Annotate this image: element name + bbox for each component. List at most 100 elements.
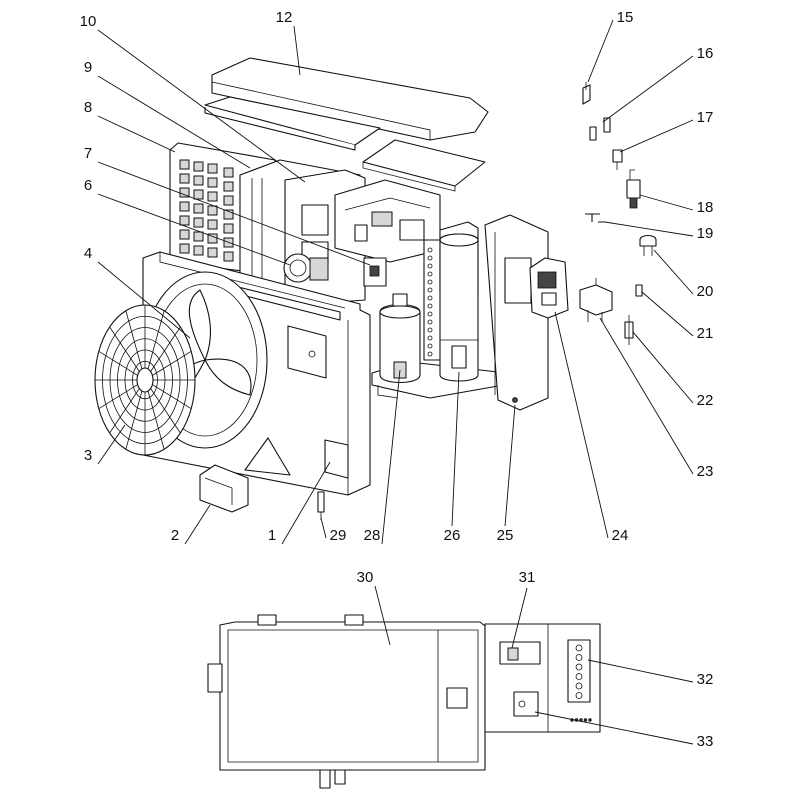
side-panel (484, 214, 549, 411)
fan-guard (94, 304, 196, 456)
callout-leader-24 (554, 311, 609, 539)
grille-cell (179, 187, 190, 198)
coil-rib (427, 287, 433, 293)
temperature-probe (317, 491, 325, 520)
callout-leader-18 (639, 194, 694, 211)
callout-leader-21 (641, 291, 694, 337)
terminal-screw (575, 663, 583, 671)
grille-cell (179, 243, 190, 254)
callout-number-16: 16 (697, 45, 714, 62)
terminal-screw (575, 654, 583, 661)
coil-rib (427, 319, 433, 325)
grille-cell (193, 245, 204, 256)
callout-number-6: 6 (84, 177, 92, 194)
terminal-screw (575, 692, 583, 699)
callout-leader-3 (97, 424, 126, 465)
inner-top-plate (204, 96, 381, 151)
callout-leader-33 (534, 711, 694, 745)
callout-leader-15 (587, 19, 614, 83)
callout-leader-1 (281, 461, 331, 545)
callout-number-1: 1 (268, 527, 276, 544)
callout-number-21: 21 (697, 325, 714, 342)
compressor (379, 293, 421, 384)
coil-rib (427, 311, 433, 317)
callout-leader-6 (97, 193, 291, 266)
callout-number-4: 4 (84, 245, 92, 262)
coil-rib (427, 351, 433, 357)
callout-number-28: 28 (364, 527, 381, 544)
callout-leader-8 (97, 115, 176, 153)
grille-cell (223, 209, 234, 220)
grille-cell (223, 223, 234, 234)
grille-cell (179, 215, 190, 226)
electric-box (484, 623, 601, 733)
callout-leader-28 (381, 369, 401, 545)
callout-leader-29 (320, 517, 327, 539)
indicator-led (588, 718, 592, 722)
grille-cell (207, 219, 218, 230)
callout-number-29: 29 (330, 527, 347, 544)
coil-rib (427, 247, 433, 253)
callout-leader-25 (504, 404, 516, 527)
grille-cell (223, 167, 234, 178)
callout-leader-31 (511, 587, 528, 649)
callout-number-33: 33 (697, 733, 714, 750)
coil-rib (427, 263, 433, 269)
callout-leader-4 (97, 261, 191, 339)
callout-leader-2 (184, 504, 211, 545)
callout-number-8: 8 (84, 99, 92, 116)
callout-number-10: 10 (80, 13, 97, 30)
coil-rib (427, 303, 433, 309)
callout-leader-19 (604, 221, 694, 237)
grille-cell (223, 251, 234, 262)
grille-cell (223, 181, 234, 192)
electrical-box (334, 179, 441, 263)
callout-number-15: 15 (617, 9, 634, 26)
callout-leader-12 (293, 25, 301, 76)
callout-number-22: 22 (697, 392, 714, 409)
bottom-frame (207, 614, 486, 789)
coil-rib (427, 271, 433, 277)
grille-cell (207, 247, 218, 258)
callout-leader-30 (374, 585, 391, 646)
callout-number-2: 2 (171, 527, 179, 544)
callout-leader-32 (587, 659, 694, 683)
grille-cell (207, 177, 218, 188)
callout-number-9: 9 (84, 59, 92, 76)
callout-leader-9 (97, 75, 251, 169)
grille-cell (193, 231, 204, 242)
callout-number-25: 25 (497, 527, 514, 544)
small-top-plate (362, 139, 486, 192)
callout-number-12: 12 (276, 9, 293, 26)
callout-number-19: 19 (697, 225, 714, 242)
fan-motor (283, 253, 329, 283)
grille-cell (193, 189, 204, 200)
callout-leader-17 (619, 119, 694, 153)
callout-number-7: 7 (84, 145, 92, 162)
loose-parts (579, 82, 657, 345)
callout-number-3: 3 (84, 447, 92, 464)
grille-cell (179, 229, 190, 240)
terminal-screw (575, 673, 583, 680)
grille-cell (207, 191, 218, 202)
callout-leader-10 (97, 29, 306, 183)
grille-cell (179, 173, 190, 184)
callout-number-18: 18 (697, 199, 714, 216)
callout-leader-7 (97, 161, 371, 266)
reactor (363, 257, 387, 287)
grille-cell (193, 217, 204, 228)
grille-cell (207, 163, 218, 174)
grille-cell (207, 205, 218, 216)
callout-number-31: 31 (519, 569, 536, 586)
coil-rib (427, 343, 433, 349)
callout-leader-26 (451, 371, 460, 527)
callout-leader-23 (599, 317, 694, 475)
callout-number-30: 30 (357, 569, 374, 586)
grille-cell (193, 203, 204, 214)
electrical-cover (199, 464, 249, 513)
terminal-screw (575, 682, 583, 690)
grille-cell (193, 161, 204, 172)
callout-number-26: 26 (444, 527, 461, 544)
